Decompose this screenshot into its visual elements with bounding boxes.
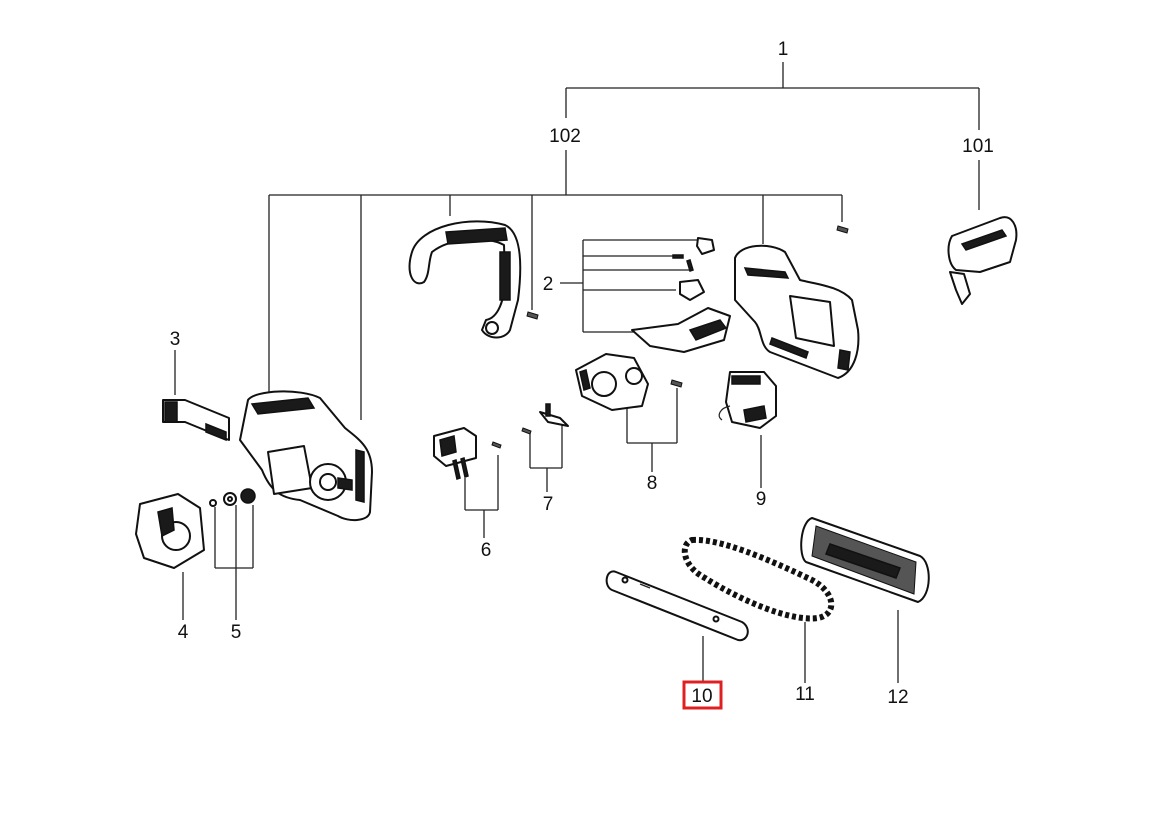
sprocket-small-parts [209,488,256,507]
right-housing-part [734,244,860,379]
highlight-box [682,680,723,710]
front-handle-part [408,220,522,339]
label-5: 5 [231,622,242,643]
label-1: 1 [778,39,789,60]
left-housing-part [239,390,373,522]
label-9: 9 [756,489,767,510]
label-2: 2 [543,274,554,295]
side-label-part [162,399,230,442]
label-11: 11 [795,684,815,705]
screw-parts [491,225,849,449]
label-3: 3 [170,329,181,350]
chain-cover-part [800,517,930,603]
label-6: 6 [481,540,492,561]
label-101: 101 [962,136,994,157]
label-10: 10 [691,686,712,707]
label-102: 102 [549,126,581,147]
gearbox-part [575,353,649,411]
label-4: 4 [178,622,189,643]
switch-parts [631,237,731,353]
label-12: 12 [887,687,908,708]
battery-part [718,371,777,429]
chain-brake-part [947,216,1018,305]
part-labels: 1 102 101 2 3 4 5 6 7 8 9 10 11 12 [170,39,994,708]
bracket-part [539,403,569,427]
motor-part [433,427,477,480]
label-8: 8 [647,473,658,494]
guide-bar-part [605,570,749,642]
label-7: 7 [543,494,554,515]
leader-lines [174,62,980,683]
sprocket-cover-part [135,493,205,569]
saw-chain-part [681,536,835,622]
